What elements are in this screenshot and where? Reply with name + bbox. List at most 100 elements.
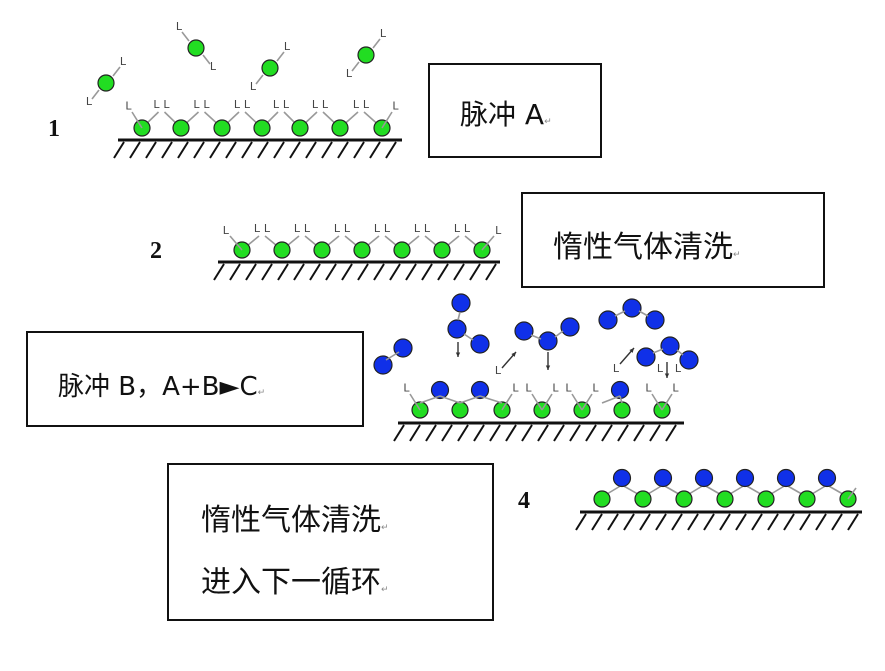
ligand-label: L bbox=[353, 98, 360, 111]
ligand-label: L bbox=[672, 381, 679, 394]
product-bond bbox=[419, 395, 441, 404]
step-1-substrate-hatch bbox=[353, 141, 365, 159]
ligand-label: L bbox=[592, 381, 599, 394]
b-bond bbox=[614, 310, 626, 317]
precursor-a-atom bbox=[331, 119, 349, 137]
product-bond bbox=[601, 395, 621, 404]
step-4-substrate-hatch bbox=[639, 513, 651, 531]
b-bond bbox=[554, 330, 564, 338]
paragraph-mark: ↵ bbox=[381, 523, 389, 533]
step-3-substrate-hatch bbox=[633, 424, 645, 442]
ligand-label: L bbox=[304, 222, 311, 235]
step-3-substrate-hatch bbox=[393, 424, 405, 442]
step-2-substrate-hatch bbox=[245, 263, 257, 281]
step-4-substrate-hatch bbox=[767, 513, 779, 531]
ligand-label: L bbox=[512, 381, 519, 394]
ligand-bond bbox=[661, 393, 673, 411]
step-4-substrate-hatch bbox=[847, 513, 859, 531]
ligand-label: L bbox=[283, 98, 290, 111]
b-bond bbox=[676, 349, 684, 356]
step-3-substrate-hatch bbox=[521, 424, 533, 442]
ligand-bond bbox=[541, 393, 553, 411]
step-1-label: 脉冲 A bbox=[460, 98, 545, 131]
byproduct-arrow-head bbox=[511, 352, 516, 357]
product-b-atom bbox=[776, 468, 796, 488]
reaction-arrow-head bbox=[545, 365, 551, 370]
reaction-arrow-head bbox=[455, 352, 461, 357]
precursor-b-atom bbox=[430, 380, 450, 400]
step-2-substrate-hatch bbox=[469, 263, 481, 281]
ligand-bond bbox=[481, 235, 495, 251]
step-4-substrate-hatch bbox=[815, 513, 827, 531]
gas-precursor-a bbox=[261, 59, 279, 77]
b-bond bbox=[652, 348, 664, 354]
ligand-label: L bbox=[495, 364, 502, 377]
ligand-bond bbox=[229, 235, 243, 251]
precursor-a-atom bbox=[172, 119, 190, 137]
ligand-label: L bbox=[380, 27, 387, 40]
step-3-substrate-hatch bbox=[505, 424, 517, 442]
step-4-substrate-hatch bbox=[703, 513, 715, 531]
step-1-substrate-hatch bbox=[321, 141, 333, 159]
ligand-label: L bbox=[322, 98, 329, 111]
step-2-substrate-hatch bbox=[325, 263, 337, 281]
b-bond bbox=[638, 310, 649, 317]
precursor-a-atom bbox=[313, 241, 331, 259]
ligand-label: L bbox=[464, 222, 471, 235]
step-3-substrate-hatch bbox=[409, 424, 421, 442]
paragraph-mark: ↵ bbox=[544, 117, 552, 127]
gas-precursor-b bbox=[660, 336, 680, 356]
product-b-atom bbox=[735, 468, 755, 488]
step-3-label-box: 脉冲 B，A+B►C↵ bbox=[26, 331, 364, 427]
ligand-label: L bbox=[374, 222, 381, 235]
step-3-substrate-hatch bbox=[537, 424, 549, 442]
step-2-label-box: 惰性气体清洗↵ bbox=[521, 192, 825, 288]
step-4-substrate-hatch bbox=[623, 513, 635, 531]
step-4-substrate-hatch bbox=[735, 513, 747, 531]
product-b-atom bbox=[653, 468, 673, 488]
step-1-substrate-hatch bbox=[209, 141, 221, 159]
ligand-bond bbox=[255, 74, 264, 85]
step-2-substrate-hatch bbox=[453, 263, 465, 281]
paragraph-mark: ↵ bbox=[257, 388, 266, 398]
ligand-bond bbox=[651, 393, 663, 411]
ligand-bond bbox=[581, 393, 593, 411]
precursor-a-atom bbox=[613, 401, 631, 419]
gas-precursor-b bbox=[470, 334, 490, 354]
step-3-label: 脉冲 B，A+B►C bbox=[58, 372, 258, 402]
step-1-substrate-hatch bbox=[193, 141, 205, 159]
reaction-arrow-head bbox=[664, 373, 670, 378]
ligand-bond bbox=[501, 393, 513, 411]
step-2-substrate-hatch bbox=[229, 263, 241, 281]
product-bond bbox=[439, 395, 461, 404]
precursor-a-atom bbox=[393, 241, 411, 259]
ligand-bond bbox=[276, 51, 285, 62]
gas-precursor-b bbox=[560, 317, 580, 337]
step-4-substrate-hatch bbox=[831, 513, 843, 531]
ligand-label: L bbox=[250, 80, 257, 93]
ligand-label: L bbox=[645, 381, 652, 394]
step-3-substrate-hatch bbox=[585, 424, 597, 442]
step-2-substrate-hatch bbox=[213, 263, 225, 281]
ligand-label: L bbox=[675, 362, 682, 375]
product-b-atom bbox=[694, 468, 714, 488]
step-2-substrate-hatch bbox=[437, 263, 449, 281]
step-4-substrate-hatch bbox=[655, 513, 667, 531]
ligand-bond bbox=[381, 111, 393, 129]
gas-precursor-b bbox=[538, 331, 558, 351]
step-1-substrate-hatch bbox=[129, 141, 141, 159]
ligand-bond bbox=[181, 31, 190, 42]
step-1-substrate-hatch bbox=[241, 141, 253, 159]
ligand-label: L bbox=[454, 222, 461, 235]
ligand-bond bbox=[112, 66, 121, 77]
ligand-label: L bbox=[565, 381, 572, 394]
step-4-label-box: 惰性气体清洗↵ 进入下一循环↵ bbox=[167, 463, 494, 621]
gas-precursor-b bbox=[679, 350, 699, 370]
step-2-label: 惰性气体清洗 bbox=[553, 230, 733, 265]
ligand-label: L bbox=[223, 224, 230, 237]
product-a-atom bbox=[757, 490, 775, 508]
precursor-a-atom bbox=[433, 241, 451, 259]
b-bond bbox=[385, 351, 400, 361]
product-a-atom bbox=[716, 490, 734, 508]
